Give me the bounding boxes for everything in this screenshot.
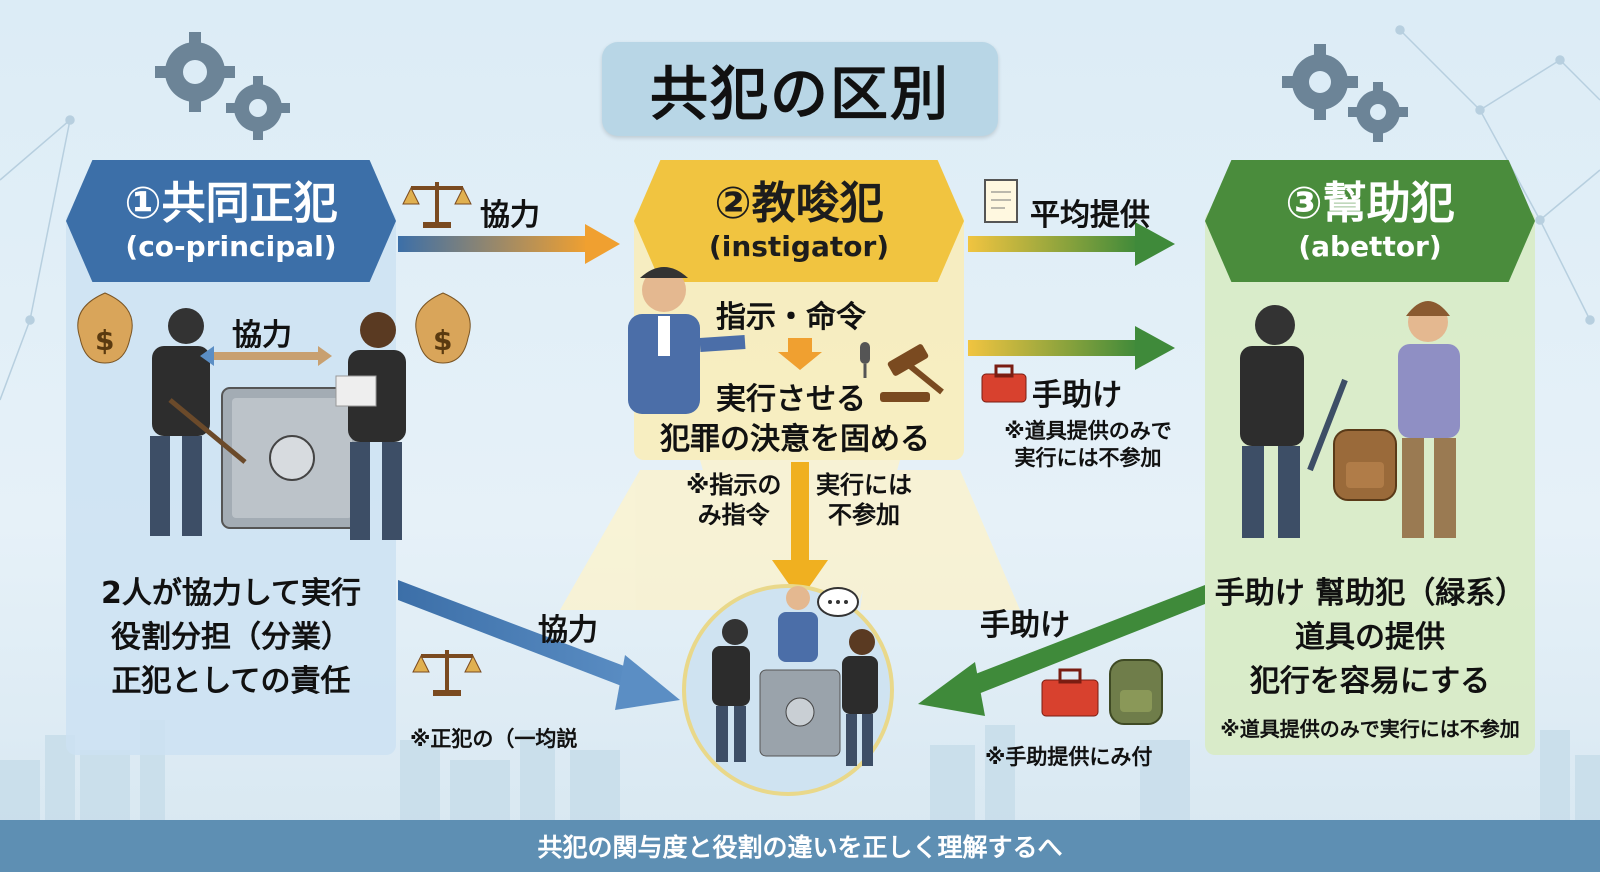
gear-icon	[1348, 82, 1408, 142]
arrow-provision-top	[968, 222, 1175, 266]
network-lines	[0, 25, 1600, 401]
gear-icon	[155, 32, 235, 112]
abettor-burglar-figure	[1240, 305, 1348, 538]
help-mid-note-line: ※道具提供のみで	[1004, 419, 1172, 443]
arrow-label-cooperation-bottom: 協力	[538, 613, 598, 648]
instigator-note-right: 実行には 不参加	[816, 470, 912, 530]
co-principal-english: (co-principal)	[125, 230, 337, 263]
money-bag-icon: $	[415, 292, 471, 364]
burglar-right-figure	[335, 312, 406, 540]
note-line: ※指示の	[686, 471, 782, 499]
abettor-helper-figure	[1398, 301, 1460, 538]
note-line: み指令	[697, 501, 770, 529]
abettor-heading: ③幫助犯	[1285, 178, 1455, 229]
abettor-english: (abettor)	[1298, 230, 1442, 263]
arrow-help-mid	[968, 326, 1175, 370]
arrow-label-help-mid: 手助け	[1032, 378, 1122, 413]
description-line: 2人が協力して実行	[101, 576, 361, 611]
double-arrow-icon	[200, 346, 332, 366]
document-icon	[984, 179, 1018, 223]
backpack-icon	[1109, 659, 1163, 725]
center-safe-icon	[759, 669, 841, 757]
instigator-header: ②教唆犯 (instigator)	[634, 160, 964, 282]
co-principal-heading: ①共同正犯	[124, 178, 338, 229]
title-banner: 共犯の区別	[602, 42, 998, 136]
abettor-description: 手助け 幫助犯（緑系） 道具の提供 犯行を容易にする	[1205, 572, 1535, 704]
co-principal-description: 2人が協力して実行 役割分担（分業） 正犯としての責任	[66, 572, 396, 704]
footer-text: 共犯の関与度と役割の違いを正しく理解するへ	[537, 833, 1063, 862]
description-line: 道具の提供	[1295, 620, 1445, 655]
svg-text:$: $	[95, 324, 114, 357]
safe-icon	[221, 387, 363, 529]
page-title: 共犯の区別	[649, 60, 950, 128]
burglar-left-figure	[150, 308, 247, 536]
gavel-icon	[880, 344, 944, 402]
cooperation-bottom-note: ※正犯の（一均説	[410, 727, 578, 751]
backpack-icon	[1333, 429, 1397, 501]
svg-text:$: $	[433, 324, 452, 357]
speech-bubble-icon	[817, 587, 859, 617]
toolbox-icon	[981, 364, 1027, 403]
scale-icon	[402, 182, 472, 228]
arrow-label-cooperation-top: 協力	[480, 198, 540, 233]
footer-banner: 共犯の関与度と役割の違いを正しく理解するへ	[0, 820, 1600, 872]
note-line: 不参加	[828, 501, 900, 529]
arrow-help-bottom	[918, 585, 1205, 716]
description-line: 役割分担（分業）	[111, 620, 351, 655]
instigator-heading: ②教唆犯	[714, 178, 884, 229]
gear-icon	[1282, 44, 1358, 120]
center-burglar-right	[842, 629, 878, 766]
arrow-down-center	[772, 462, 828, 600]
toolbox-icon	[1041, 668, 1099, 717]
small-down-arrow	[778, 338, 822, 370]
arrow-label-provision: 平均提供	[1030, 198, 1150, 233]
arrow-cooperation-bottom	[398, 580, 680, 710]
center-burglar-left	[712, 619, 750, 762]
gear-icon	[226, 76, 290, 140]
instigator-line-2: 実行させる	[716, 382, 866, 417]
instigator-line-3: 犯罪の決意を固める	[660, 422, 930, 457]
instigator-figure	[628, 267, 746, 414]
arrow-cooperation-top	[398, 224, 620, 264]
co-principal-header: ①共同正犯 (co-principal)	[66, 160, 396, 282]
instigator-line-1: 指示・命令	[716, 300, 866, 335]
abettor-header: ③幫助犯 (abettor)	[1205, 160, 1535, 282]
description-line: 犯行を容易にする	[1249, 664, 1491, 699]
scale-icon	[412, 650, 482, 696]
center-instigator-figure	[778, 586, 818, 662]
abettor-note: ※道具提供のみで実行には不参加	[1220, 717, 1520, 741]
instigator-note-left: ※指示の み指令	[686, 470, 781, 530]
description-line: 手助け 幫助犯（緑系）	[1214, 576, 1526, 611]
help-mid-note: ※道具提供のみで 実行には不参加	[990, 418, 1186, 472]
description-line: 正犯としての責任	[111, 664, 351, 699]
co-principal-scene-label: 協力	[232, 318, 292, 353]
help-bottom-note: ※手助提供にみ付	[985, 745, 1153, 769]
note-line: 実行には	[816, 471, 912, 499]
money-bag-icon: $	[77, 292, 133, 364]
instigator-english: (instigator)	[708, 230, 890, 263]
microphone-icon	[860, 342, 870, 378]
help-mid-note-line: 実行には不参加	[1014, 446, 1162, 470]
arrow-label-help-bottom: 手助け	[980, 608, 1070, 643]
